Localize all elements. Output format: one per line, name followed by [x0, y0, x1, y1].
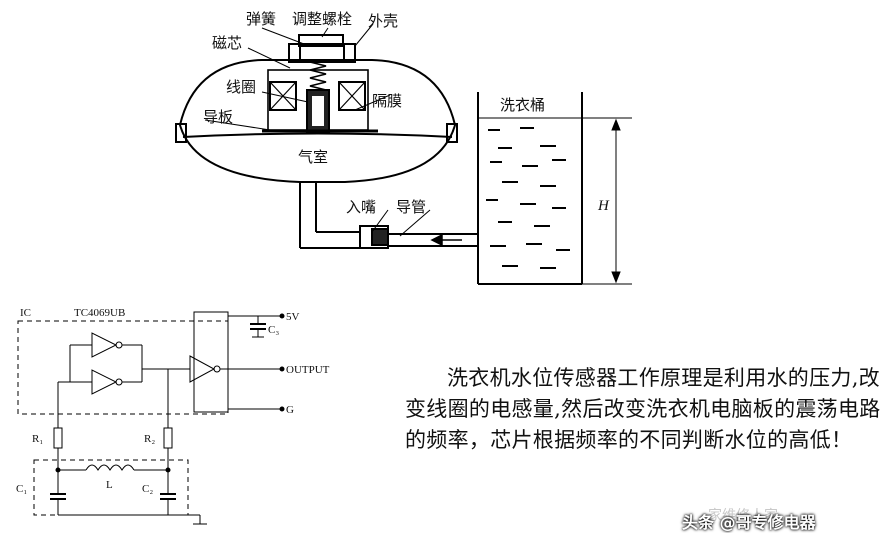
wash-tub	[477, 92, 632, 285]
flow-arrow-icon	[430, 233, 462, 247]
label-inlet: 入嘴	[346, 198, 376, 216]
water-dashes	[486, 127, 570, 269]
label-guide-plate: 导板	[203, 108, 233, 126]
label-output: OUTPUT	[286, 364, 330, 376]
label-air-chamber: 气室	[298, 148, 328, 166]
circuit	[17, 311, 285, 525]
leader-lines	[204, 23, 431, 237]
label-tube: 导管	[396, 198, 426, 216]
label-l: L	[106, 479, 113, 491]
label-tub: 洗衣桶	[500, 96, 545, 114]
source-tag: 头条 @哥专修电器	[682, 513, 816, 532]
label-r2: R₂	[144, 433, 155, 445]
label-r1: R₁	[32, 433, 43, 445]
label-chip: TC4069UB	[74, 307, 125, 319]
label-diaphragm: 隔膜	[372, 92, 402, 110]
label-core: 磁芯	[212, 34, 242, 52]
label-c1: C₁	[16, 483, 27, 495]
description-text: 洗衣机水位传感器工作原理是利用水的压力,改变线圈的电感量,然后改变洗衣机电脑板的…	[405, 366, 881, 452]
label-ic: IC	[20, 307, 31, 319]
label-5v: 5V	[286, 311, 300, 323]
label-height: H	[597, 198, 610, 214]
label-spring: 弹簧	[246, 10, 276, 28]
label-coil: 线圈	[226, 78, 256, 96]
sensor-body	[175, 34, 478, 249]
watermark: 家维修人家	[708, 508, 778, 524]
label-c3: C₃	[268, 324, 279, 336]
label-screw: 调整螺栓	[292, 10, 352, 28]
label-ground: G	[286, 404, 294, 416]
label-c2: C₂	[142, 483, 153, 495]
label-shell: 外壳	[368, 12, 398, 30]
